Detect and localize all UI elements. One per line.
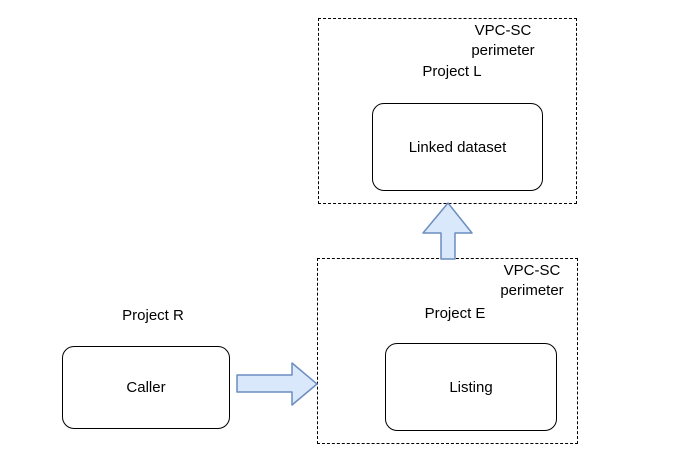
perimeter-label-line2: perimeter <box>500 282 564 299</box>
project-l-label: Project L <box>422 63 482 80</box>
linked-dataset-node: Linked dataset <box>372 103 543 191</box>
linked-dataset-node-label: Linked dataset <box>408 138 507 156</box>
caller-node-label: Caller <box>126 379 166 396</box>
arrow-right-icon <box>236 362 318 406</box>
arrow-up-icon <box>422 202 473 260</box>
perimeter-label-line1: VPC-SC <box>503 262 561 279</box>
project-e-label: Project E <box>424 305 486 322</box>
project-r-label: Project R <box>122 307 184 324</box>
perimeter-label-line1: VPC-SC <box>474 22 532 39</box>
listing-node: Listing <box>385 343 557 431</box>
listing-node-label: Listing <box>449 378 493 396</box>
vpc-sc-perimeter-top-label: VPC-SC perimeter <box>443 21 563 61</box>
caller-node: Caller <box>62 346 230 429</box>
perimeter-label-line2: perimeter <box>471 42 535 59</box>
vpc-sc-perimeter-bottom-label: VPC-SC perimeter <box>472 261 592 301</box>
